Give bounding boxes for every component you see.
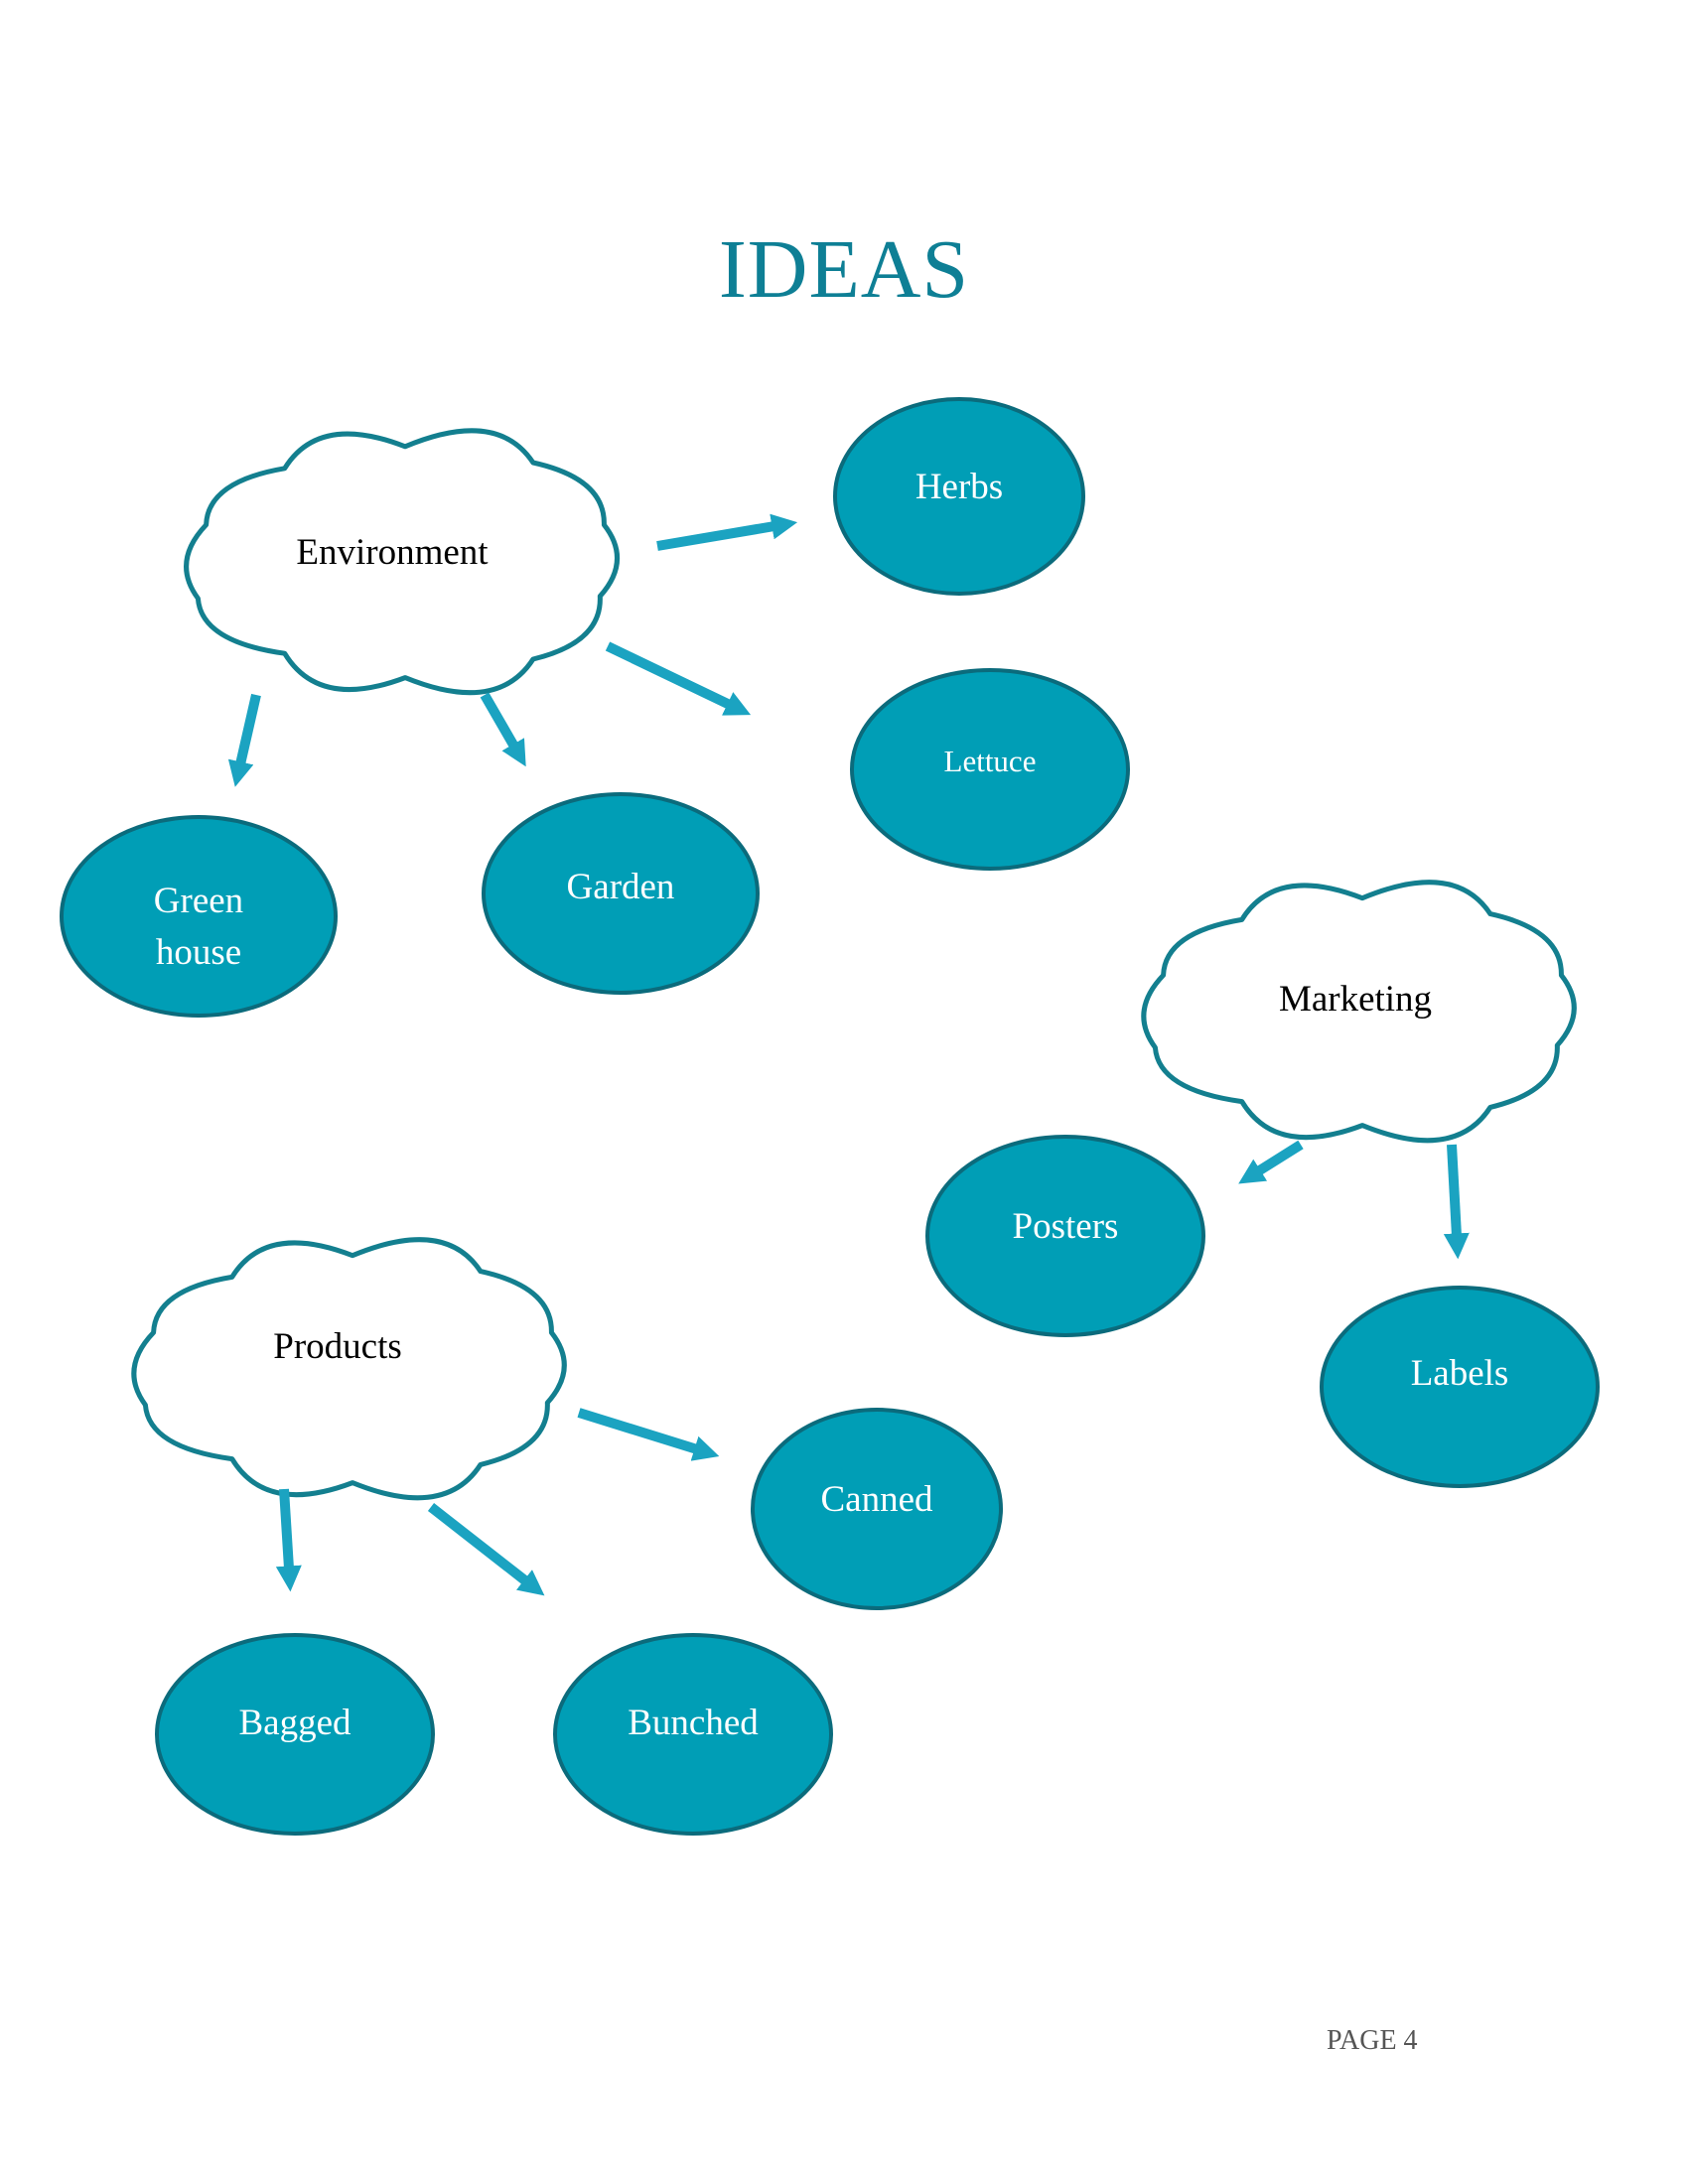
arrow-products-to-bunched [427,1503,545,1596]
topic-cloud-products[interactable] [131,1237,567,1501]
idea-label-labels: Labels [1410,1353,1509,1394]
idea-label-greenhouse: Green house [153,881,244,973]
node-bagged[interactable] [155,1633,435,1836]
arrow-products-to-bagged [275,1488,302,1592]
cloud-outline-marketing [1141,880,1577,1144]
topic-label-marketing: Marketing [1278,979,1433,1020]
idea-label-canned: Canned [820,1479,933,1520]
idea-label-bunched: Bunched [628,1703,759,1743]
cloud-outline-environment [184,428,620,696]
topic-cloud-environment[interactable] [184,428,620,696]
node-herbs[interactable] [833,397,1085,596]
node-lettuce[interactable] [850,668,1130,871]
cloud-outline-products [131,1237,567,1501]
idea-label-bagged: Bagged [238,1703,352,1743]
idea-label-posters: Posters [1012,1206,1119,1247]
topic-label-products: Products [273,1326,402,1367]
arrow-marketing-to-labels [1443,1144,1470,1260]
arrow-products-to-canned [577,1408,720,1461]
node-labels[interactable] [1320,1286,1600,1488]
arrow-marketing-to-posters [1238,1140,1304,1184]
node-canned[interactable] [751,1408,1003,1610]
topic-cloud-marketing[interactable] [1141,880,1577,1144]
node-garden[interactable] [482,792,760,995]
idea-label-lettuce: Lettuce [943,744,1037,778]
idea-nodes [60,397,1600,1836]
idea-label-garden: Garden [566,867,675,907]
arrow-environment-to-herbs [656,513,798,551]
idea-label-herbs: Herbs [914,467,1004,507]
page-title: IDEAS [718,223,970,316]
arrow-environment-to-garden [480,692,526,767]
node-posters[interactable] [925,1135,1205,1337]
topic-label-environment: Environment [296,532,489,573]
node-greenhouse[interactable] [60,815,338,1018]
page-number: PAGE 4 [1327,2025,1418,2056]
node-bunched[interactable] [553,1633,833,1836]
arrow-environment-to-greenhouse [227,693,261,787]
arrow-environment-to-lettuce [605,641,752,716]
connector-arrows [227,513,1470,1596]
